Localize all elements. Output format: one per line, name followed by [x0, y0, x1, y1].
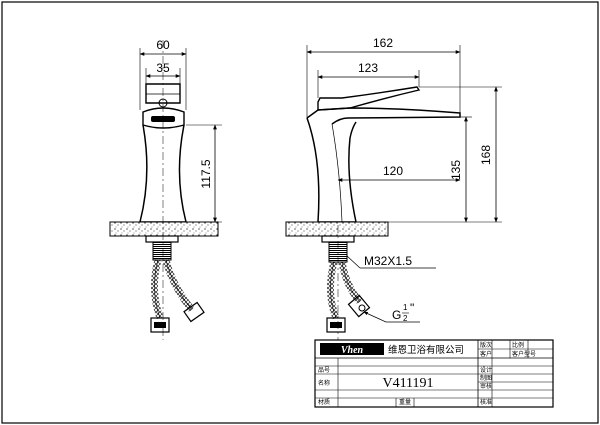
label-name: 名称: [318, 379, 330, 387]
dim-overall-length: 162: [373, 36, 393, 50]
brand-logo: [320, 343, 384, 355]
label-drawing: 制图: [480, 374, 492, 382]
dim-handle-length: 123: [358, 61, 378, 75]
label-approve: 核准: [480, 398, 492, 406]
side-view: [285, 45, 502, 340]
side-handle: [317, 86, 421, 111]
label-ratio: 比例: [512, 341, 524, 349]
label-weight: 重量: [399, 398, 411, 406]
dim-spout-height: 135: [449, 160, 463, 180]
label-customer-model: 客户型号: [512, 350, 536, 358]
label-review: 审核: [480, 382, 492, 390]
side-countertop: [285, 221, 389, 237]
dim-overall-height: 168: [479, 145, 493, 165]
label-version: 版次: [480, 341, 492, 349]
label-material: 材质: [318, 398, 330, 406]
label-customer: 客户: [480, 350, 492, 358]
title-block: [314, 339, 554, 408]
model-number: V411191: [382, 376, 433, 391]
inlet-label-num: 1: [403, 303, 408, 312]
dim-handle-width: 35: [156, 61, 170, 75]
dim-body-height: 117.5: [199, 159, 213, 188]
front-handle: [145, 83, 181, 104]
label-item-no: 品号: [318, 367, 330, 374]
dim-spout-reach: 120: [383, 164, 403, 178]
inlet-label-suffix: ": [410, 301, 414, 315]
thread-label: M32X1.5: [364, 254, 412, 268]
front-view: [109, 40, 222, 340]
brand-name: Vhen: [341, 345, 364, 356]
inlet-label-prefix: G: [392, 308, 401, 322]
front-countertop: [109, 221, 219, 237]
inlet-label-den: 2: [403, 314, 408, 323]
company-name: 维恩卫浴有限公司: [388, 344, 464, 356]
label-design: 设计: [480, 366, 492, 374]
dim-overall-width: 60: [156, 38, 170, 52]
side-body: [306, 117, 357, 223]
